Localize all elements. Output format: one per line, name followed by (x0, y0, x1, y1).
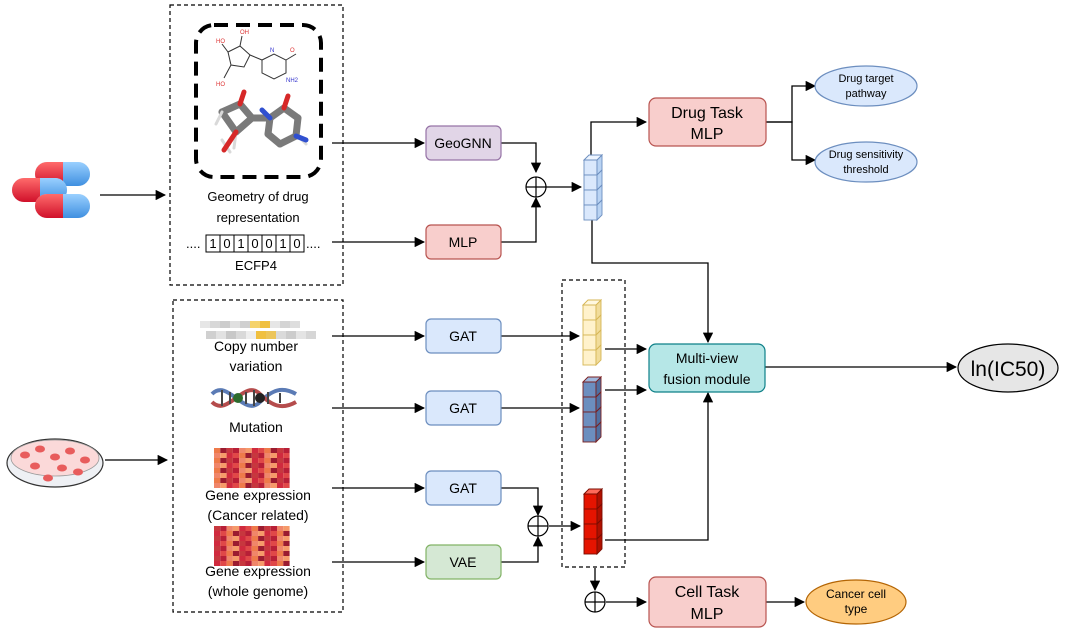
fingerprint-bit-cell (289, 234, 305, 253)
fingerprint-bit: 0 (251, 236, 258, 251)
svg-text:HO: HO (216, 82, 225, 88)
cell-vectors-group (561, 279, 626, 568)
geometry-label-line2: representation (216, 210, 299, 225)
cell-task-line2: MLP (691, 606, 724, 623)
fingerprint-bit: 0 (293, 236, 300, 251)
cell-task-mlp: Cell Task MLP (648, 576, 767, 628)
drug-mlp-module: MLP (425, 224, 502, 260)
drug-task-line1: Drug Task (671, 105, 744, 122)
gat-label: GAT (449, 400, 477, 416)
geognn-module: GeoGNN (425, 125, 502, 161)
heatmap-icon (214, 526, 290, 566)
cancer-line1: Cancer cell (826, 587, 886, 601)
drug-task-line2: MLP (691, 126, 724, 143)
svg-text:HO: HO (216, 39, 225, 45)
drug-panel (169, 4, 344, 286)
sens-line2: threshold (843, 164, 888, 176)
vae-module: VAE (425, 544, 502, 580)
drug-feature-vector (582, 153, 604, 222)
cnv-bar-icon (200, 321, 316, 339)
ic50-label: ln(IC50) (971, 358, 1046, 381)
target-line1: Drug target (838, 73, 893, 85)
ic50-output: ln(IC50) (957, 343, 1059, 393)
drug-task-mlp: Drug Task MLP (648, 97, 767, 147)
sum-circle-drug (525, 176, 547, 198)
gene-whole-label-line1: Gene expression (205, 563, 311, 579)
fingerprint-bit: 1 (237, 236, 244, 251)
cancer-cell-type: Cancer cell type (805, 579, 907, 625)
gat-module-cnv: GAT (425, 318, 502, 354)
fingerprint-bit: 0 (265, 236, 272, 251)
expression-feature-vector (582, 487, 604, 556)
fusion-module: Multi-view fusion module (648, 343, 766, 393)
svg-text:N: N (270, 48, 274, 54)
mlp-label: MLP (449, 234, 478, 250)
capsule-pills-icon (12, 162, 90, 218)
molecule-3d-icon (214, 89, 309, 154)
fingerprint-suffix: .... (306, 236, 320, 251)
svg-text:O: O (290, 48, 295, 54)
fingerprint-bit: 0 (223, 236, 230, 251)
molecule-2d-icon (221, 35, 297, 80)
fusion-line2: fusion module (663, 371, 750, 387)
drug-target-pathway: Drug target pathway (814, 65, 918, 107)
cnv-feature-vector (581, 298, 603, 367)
gene-cancer-label-line1: Gene expression (205, 487, 311, 503)
gat-label: GAT (449, 328, 477, 344)
mutation-feature-vector (581, 375, 603, 444)
cell-panel (172, 299, 344, 613)
gene-cancer-label-line2: (Cancer related) (207, 507, 308, 523)
fingerprint-bit: 1 (209, 236, 216, 251)
petri-dish-icon (6, 438, 104, 488)
ecfp-label: ECFP4 (235, 258, 277, 273)
drug-sensitivity-threshold: Drug sensitivity threshold (814, 141, 918, 183)
gat-label: GAT (449, 480, 477, 496)
geometry-label-line1: Geometry of drug (207, 189, 308, 204)
cnv-label-line1: Copy number (214, 338, 298, 354)
vae-label: VAE (450, 554, 477, 570)
geometry-box (194, 23, 323, 179)
gene-whole-label-line2: (whole genome) (208, 583, 308, 599)
target-line2: pathway (846, 88, 887, 100)
fingerprint-bit: 1 (279, 236, 286, 251)
mutation-label: Mutation (229, 419, 283, 435)
dna-icon (210, 387, 297, 409)
sens-line1: Drug sensitivity (829, 149, 904, 161)
fingerprint-prefix: .... (186, 236, 200, 251)
sum-circle-cell (527, 515, 549, 537)
connectors (332, 80, 958, 608)
fusion-line1: Multi-view (676, 350, 739, 366)
gat-module-expression: GAT (425, 470, 502, 506)
heatmap-icon (214, 448, 290, 488)
cnv-label-line2: variation (230, 358, 283, 374)
geognn-label: GeoGNN (434, 135, 492, 151)
cancer-line2: type (845, 602, 868, 616)
gat-module-mutation: GAT (425, 390, 502, 426)
svg-text:NH2: NH2 (286, 78, 299, 84)
svg-text:OH: OH (240, 30, 249, 36)
sum-circle-task (584, 591, 606, 613)
cell-task-line1: Cell Task (675, 584, 741, 601)
